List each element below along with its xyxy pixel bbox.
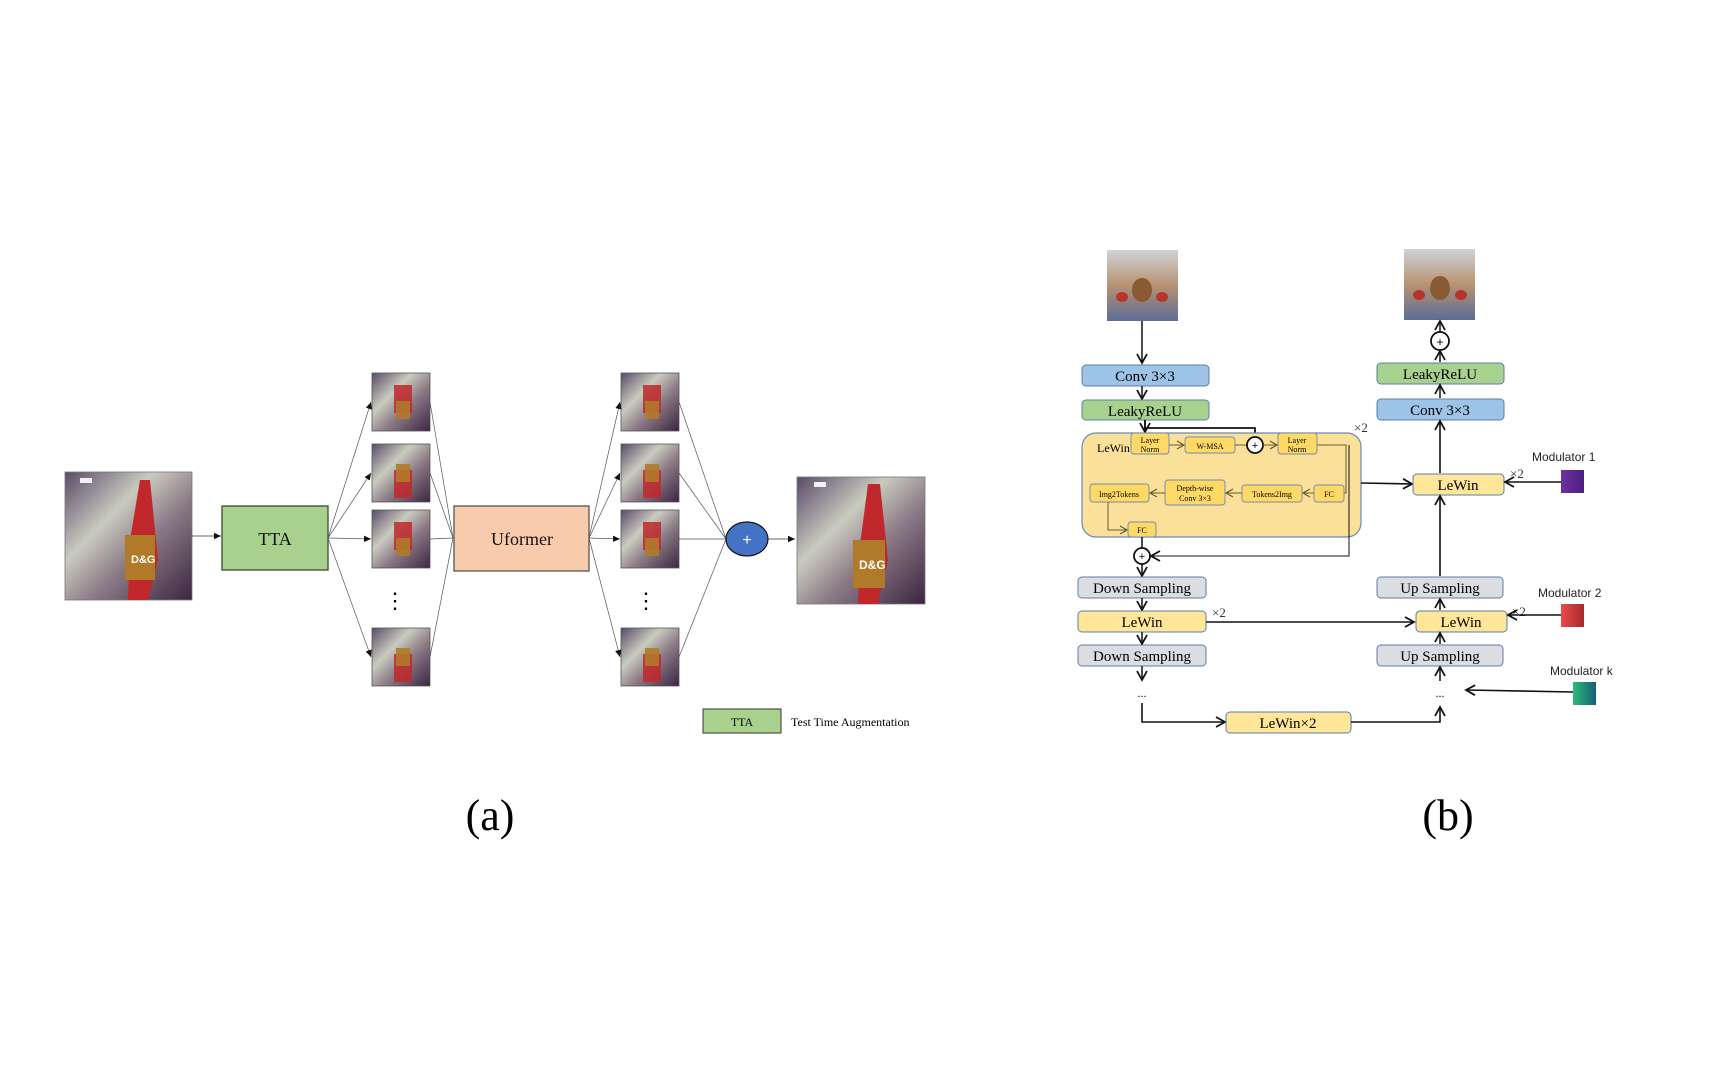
decoder-lewin-1-repeat: ×2	[1510, 466, 1524, 481]
encoder-lewin-repeat: ×2	[1212, 605, 1226, 620]
layer-norm-2-line2: Norm	[1288, 445, 1307, 454]
connector-line	[678, 538, 727, 658]
dwconv-line2: Conv 3×3	[1179, 494, 1211, 503]
caption-b: (b)	[1422, 791, 1473, 840]
wmsa-label: W-MSA	[1196, 442, 1223, 451]
connector-line	[678, 401, 727, 540]
layer-norm-2-line1: Layer	[1288, 436, 1307, 445]
decoder-up-1-label: Up Sampling	[1400, 581, 1480, 597]
connector-line	[327, 472, 372, 539]
decoder-relu-label: LeakyReLU	[1403, 367, 1477, 383]
modulator-k-label: Modulator k	[1550, 664, 1614, 678]
legend-swatch-label: TTA	[731, 715, 754, 729]
restored-thumbnail	[620, 509, 680, 569]
augmented-thumbnail	[371, 372, 431, 432]
encoder-conv-label: Conv 3×3	[1115, 369, 1175, 385]
augmented-thumbnail	[371, 443, 431, 503]
output-image: D&G	[796, 476, 926, 605]
plus-symbol: +	[1252, 440, 1258, 452]
fc-bottom-label: FC	[1137, 526, 1147, 535]
augmented-thumbnail	[371, 627, 431, 687]
plus-symbol: +	[1139, 551, 1145, 563]
lewin-repeat: ×2	[1354, 420, 1368, 435]
ellipsis-right: ⋮	[635, 588, 657, 613]
modulator-2-label: Modulator 2	[1538, 586, 1602, 600]
connector-line	[429, 401, 454, 539]
encoder-relu-label: LeakyReLU	[1108, 404, 1182, 420]
restored-thumbnail	[620, 443, 680, 503]
decoder-conv-label: Conv 3×3	[1410, 403, 1470, 419]
lewin-title: LeWin	[1097, 441, 1130, 455]
tta-block	[221, 505, 329, 571]
connector-lines	[327, 401, 727, 658]
output-dog-image	[1404, 249, 1475, 320]
img2tokens-label: Img2Tokens	[1099, 490, 1139, 499]
dwconv-line1: Depth-wise	[1177, 484, 1214, 493]
layer-norm-2	[1277, 432, 1318, 455]
img2tokens-block	[1089, 483, 1150, 503]
arrow	[1351, 705, 1446, 723]
lewin-to-decoder-arrow	[1360, 478, 1414, 490]
legend-swatch	[702, 708, 782, 734]
ellipsis-left: ⋮	[384, 588, 406, 613]
decoder-up-2-label: Up Sampling	[1400, 649, 1480, 665]
restored-thumbnail	[620, 627, 680, 687]
layer-norm-1	[1130, 432, 1170, 455]
encoder-down-2-label: Down Sampling	[1093, 649, 1191, 665]
decoder-lewin-2-label: LeWin	[1440, 615, 1482, 631]
augmented-thumbnail	[371, 509, 431, 569]
connector-line	[327, 401, 372, 539]
connector-line	[678, 472, 727, 540]
restored-images	[620, 372, 680, 687]
legend-text: Test Time Augmentation	[791, 715, 910, 729]
layer-norm-1-line1: Layer	[1141, 436, 1160, 445]
connector-line	[429, 537, 454, 658]
caption-a: (a)	[466, 791, 515, 840]
fc-right-label: FC	[1324, 490, 1334, 499]
skip-line	[1149, 445, 1350, 562]
arrow	[1464, 684, 1574, 696]
connector-line	[588, 537, 622, 658]
augmented-images	[371, 372, 431, 687]
decoder-lewin-2-repeat: ×2	[1512, 604, 1526, 619]
panel-a: D&G TTA ⋮ Uformer ⋮ + D&G TTA	[64, 372, 926, 840]
arrow	[1107, 502, 1129, 535]
connector-line	[588, 535, 621, 542]
uformer-label: Uformer	[491, 529, 553, 549]
panel-b: Conv 3×3 LeakyReLU LeWin ×2 Layer Norm W…	[1077, 249, 1614, 840]
svg-text:D&G: D&G	[131, 554, 155, 566]
encoder-conv-block	[1081, 364, 1210, 387]
uformer-block	[453, 505, 590, 572]
connector-line	[327, 537, 372, 658]
connector-line	[588, 472, 621, 539]
connector-line	[429, 537, 454, 540]
connector-line	[327, 535, 372, 543]
decoder-lewin-1-label: LeWin	[1437, 478, 1479, 494]
modulator-1-label: Modulator 1	[1532, 450, 1596, 464]
encoder-lewin-label: LeWin	[1121, 615, 1163, 631]
tta-label: TTA	[258, 529, 292, 549]
arrow	[1141, 703, 1227, 728]
bottleneck-label: LeWin×2	[1259, 716, 1316, 732]
layer-norm-1-line2: Norm	[1141, 445, 1160, 454]
encoder-down-1-label: Down Sampling	[1093, 581, 1191, 597]
restored-thumbnail	[620, 372, 680, 432]
encoder-ellipsis: ...	[1138, 686, 1147, 700]
decoder-lewin-2	[1415, 610, 1508, 633]
modulator-2-swatch	[1561, 604, 1584, 627]
modulator-1-swatch	[1561, 470, 1584, 493]
tokens2img-label: Tokens2Img	[1252, 490, 1292, 499]
input-dog-image	[1107, 250, 1178, 321]
connector-line	[429, 472, 454, 539]
plus-symbol: +	[1436, 335, 1443, 349]
svg-text:D&G: D&G	[859, 558, 886, 572]
sum-symbol: +	[742, 532, 751, 549]
input-image: D&G	[64, 471, 193, 601]
decoder-ellipsis: ...	[1436, 686, 1445, 700]
modulator-k-swatch	[1573, 682, 1596, 705]
connector-line	[588, 401, 622, 539]
